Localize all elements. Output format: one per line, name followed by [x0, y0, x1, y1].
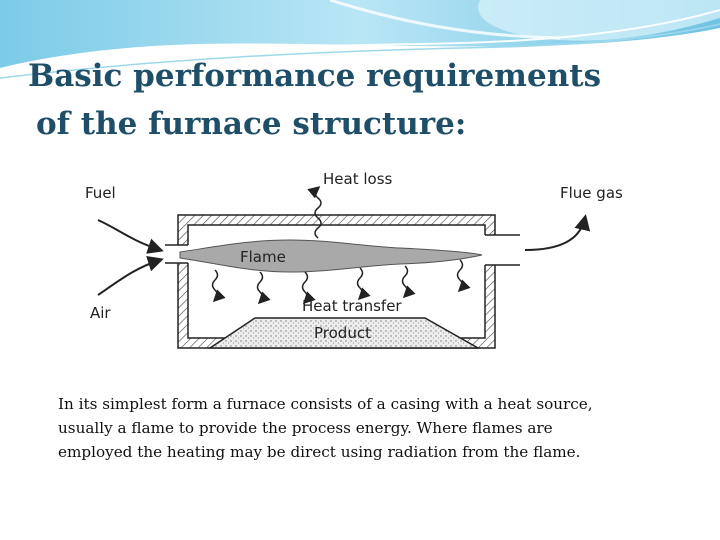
banner-wave-line-1	[0, 9, 720, 73]
product-pile	[207, 317, 481, 349]
product-label: Product	[314, 324, 371, 342]
slide-caption: In its simplest form a furnace consists …	[58, 392, 698, 464]
air-arrow	[97, 256, 164, 296]
banner-wave-line-2	[0, 23, 720, 79]
slide-title-line-2: of the furnace structure:	[36, 106, 467, 142]
heat-transfer-arrow	[211, 269, 226, 303]
furnace-diagram: Flame Product Heat transfer Heat loss Fu…	[85, 170, 623, 349]
caption-line-2: usually a flame to provide the process e…	[58, 419, 553, 437]
heat-transfer-label: Heat transfer	[302, 297, 402, 315]
slide-title-line-1: Basic performance requirements	[28, 58, 602, 94]
fuel-arrow	[97, 219, 164, 254]
heat-loss-label: Heat loss	[323, 170, 393, 188]
heat-transfer-arrow	[456, 259, 471, 293]
heat-transfer-arrow	[301, 271, 316, 305]
slide-title: Basic performance requirements of the fu…	[28, 52, 708, 148]
flue-gas-arrow	[524, 214, 591, 251]
flue-gas-label: Flue gas	[560, 184, 623, 202]
heat-transfer-arrow	[401, 265, 416, 299]
banner-wave-line-3	[329, 0, 561, 40]
flue-duct	[483, 235, 523, 265]
heat-transfer-arrow	[256, 271, 271, 305]
caption-line-1: In its simplest form a furnace consists …	[58, 395, 593, 413]
caption-line-3: employed the heating may be direct using…	[58, 443, 581, 461]
flame-label: Flame	[240, 248, 286, 266]
banner-wave-front	[0, 0, 720, 41]
heat-loss-arrow	[307, 186, 322, 239]
air-label: Air	[90, 304, 111, 322]
heat-transfer-arrow	[356, 267, 371, 301]
fuel-label: Fuel	[85, 184, 116, 202]
furnace-casing-wall	[177, 214, 496, 349]
header-wave-banner	[0, 0, 720, 79]
flame-shape	[179, 239, 483, 273]
heat-transfer-arrows	[211, 259, 471, 305]
